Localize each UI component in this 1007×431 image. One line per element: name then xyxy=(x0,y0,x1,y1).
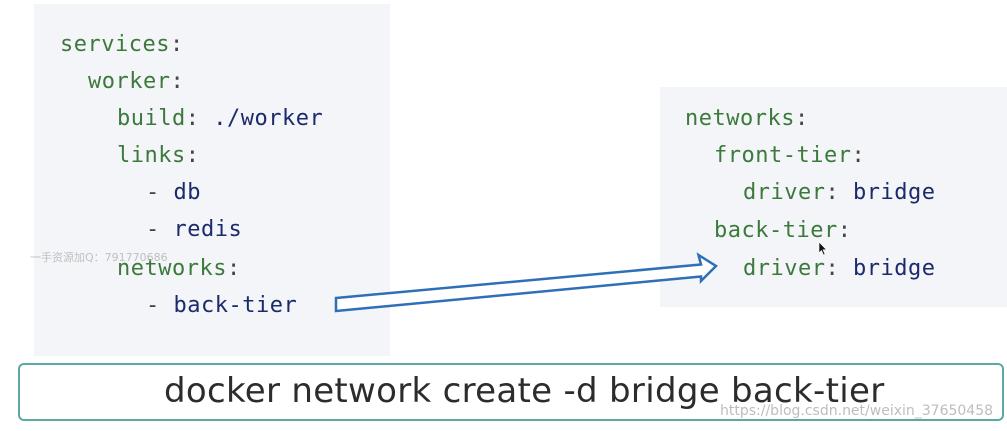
build-key: build xyxy=(117,106,186,131)
worker-line: worker: xyxy=(88,69,185,94)
compose-networks-panel xyxy=(660,87,1007,307)
worker-key: worker xyxy=(88,69,171,94)
back-driver-key: driver xyxy=(743,256,826,281)
links-key: links xyxy=(117,143,186,168)
back-driver-line: driver: bridge xyxy=(743,256,936,281)
front-driver-key: driver xyxy=(743,180,826,205)
link-redis: redis xyxy=(173,217,243,242)
services-key: services xyxy=(60,32,170,57)
link-db-line: - db xyxy=(146,180,201,205)
link-redis-line: - redis xyxy=(146,217,243,242)
build-line: build: ./worker xyxy=(117,106,324,131)
links-line: links: xyxy=(117,143,200,168)
service-network-back-tier: back-tier xyxy=(173,293,298,318)
front-driver-value: bridge xyxy=(852,180,936,205)
service-networks-key: networks xyxy=(117,256,227,281)
top-networks-line: networks: xyxy=(685,106,809,131)
docker-command-text: docker network create -d bridge back-tie… xyxy=(164,371,885,411)
back-driver-value: bridge xyxy=(852,256,936,281)
top-networks-key: networks xyxy=(685,106,795,131)
compose-services-panel xyxy=(34,4,390,356)
mouse-pointer-icon xyxy=(818,241,828,256)
front-tier-key: front-tier xyxy=(714,143,852,168)
back-tier-line: back-tier: xyxy=(714,218,852,243)
command-box: docker network create -d bridge back-tie… xyxy=(18,363,1004,421)
back-tier-key: back-tier xyxy=(714,218,838,243)
link-db: db xyxy=(173,180,201,205)
watermark-text-left: 一手资源加Q：791770686 xyxy=(30,251,168,264)
services-line: services: xyxy=(60,32,184,57)
front-tier-line: front-tier: xyxy=(714,143,866,168)
service-networks-line: networks: xyxy=(117,256,241,281)
watermark-url: https://blog.csdn.net/weixin_37650458 xyxy=(720,403,994,419)
front-driver-line: driver: bridge xyxy=(743,180,936,205)
build-value: ./worker xyxy=(213,106,324,131)
service-network-item-line: - back-tier xyxy=(146,293,298,318)
